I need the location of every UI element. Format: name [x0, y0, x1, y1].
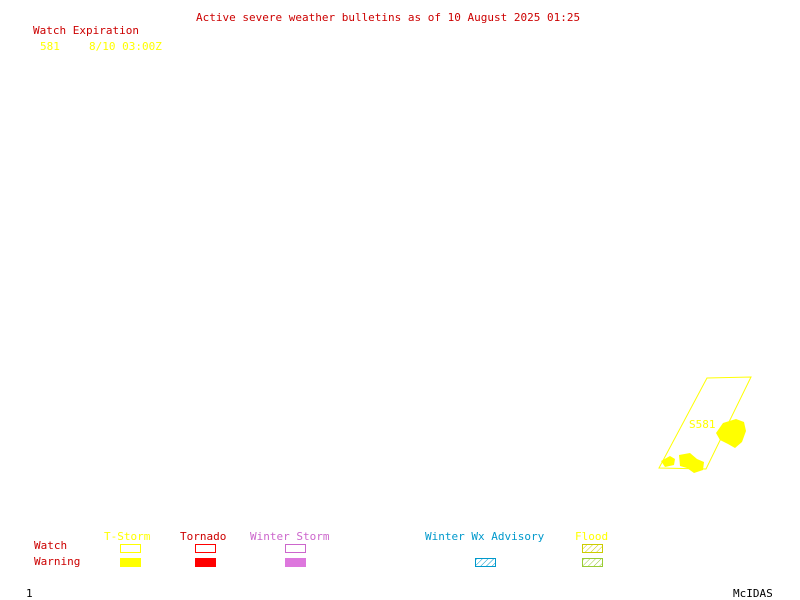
- legend-warning-row-label: Warning: [34, 555, 81, 568]
- legend-flood-warning-box: [582, 558, 603, 567]
- warning-area-blob: [679, 453, 704, 473]
- watch-list-item: 581 8/10 03:00Z: [40, 41, 162, 74]
- page-number: 1: [26, 587, 33, 600]
- legend-flood-watch-box: [582, 544, 603, 553]
- legend-winter-wx-advisory-box: [475, 558, 496, 567]
- warning-area-blob: [661, 456, 675, 467]
- legend-tstorm-label: T-Storm: [104, 530, 151, 543]
- watch-expiration-header: Watch Expiration: [33, 24, 139, 37]
- legend-tstorm-watch-box: [120, 544, 141, 553]
- footer-source-label: McIDAS: [733, 587, 773, 600]
- legend-tornado-warning-box: [195, 558, 216, 567]
- watch-expiry: 8/10 03:00Z: [89, 40, 162, 53]
- legend-winter-wx-advisory-label: Winter Wx Advisory: [425, 530, 545, 543]
- warning-area-blob: [716, 419, 746, 448]
- legend-tornado-watch-box: [195, 544, 216, 553]
- legend-tstorm-warning-box: [120, 558, 141, 567]
- legend-watch-row-label: Watch: [34, 539, 68, 552]
- watch-area-outline: [658, 376, 752, 470]
- legend-winterstorm-warning-box: [285, 558, 306, 567]
- legend-tornado-label: Tornado: [180, 530, 227, 543]
- legend-winterstorm-watch-box: [285, 544, 306, 553]
- legend-winter-storm-label: Winter Storm: [250, 530, 330, 543]
- watch-number: 581: [40, 40, 60, 53]
- legend-flood-label: Flood: [575, 530, 609, 543]
- bulletin-title: Active severe weather bulletins as of 10…: [196, 11, 581, 24]
- map-watch-label: S581: [689, 418, 716, 431]
